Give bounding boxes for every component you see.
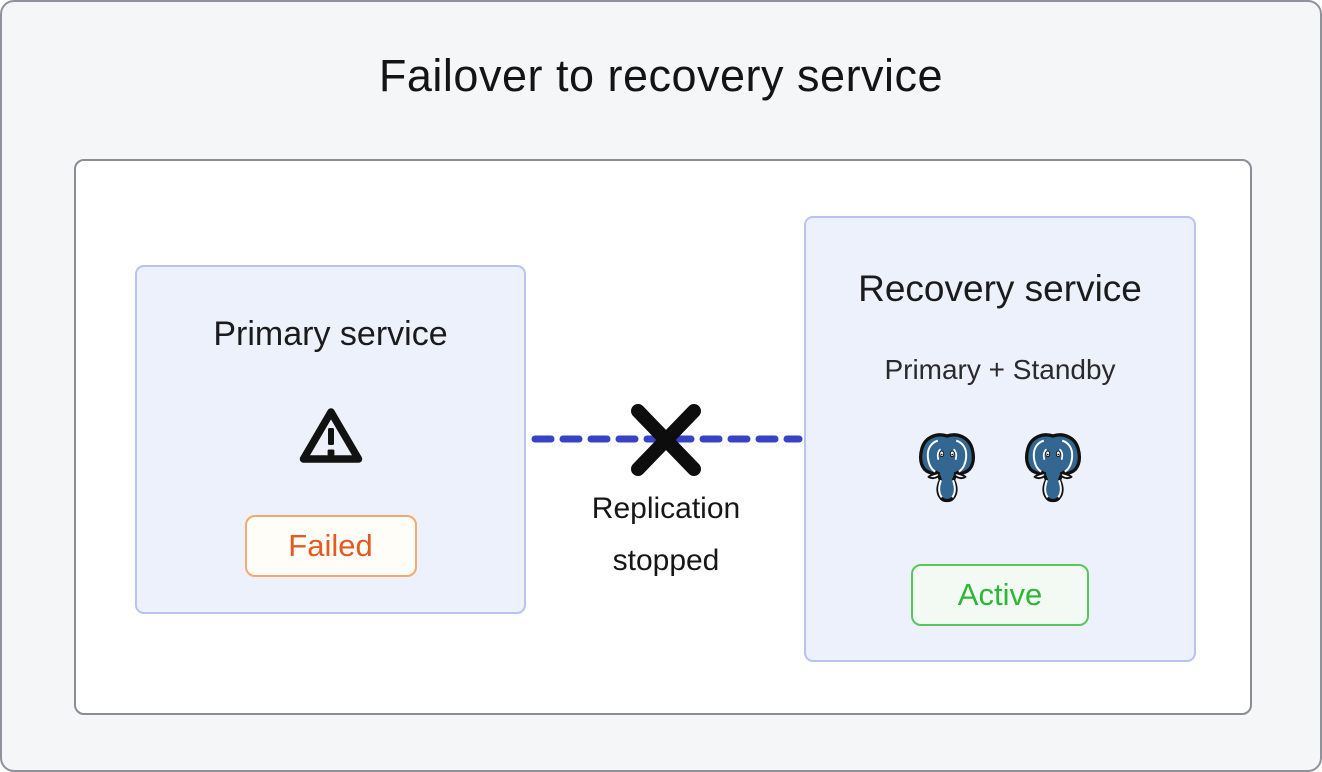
active-status-badge: Active xyxy=(911,564,1089,626)
warning-icon xyxy=(299,408,362,463)
failed-status-badge: Failed xyxy=(244,515,417,577)
diagram-canvas: Primary service Failed Replication stopp… xyxy=(74,159,1252,715)
recovery-service-title: Recovery service xyxy=(858,268,1142,309)
primary-service-title: Primary service xyxy=(213,315,448,353)
recovery-service-subtitle: Primary + Standby xyxy=(884,354,1116,385)
recovery-service-node: Recovery service Primary + Standby xyxy=(804,216,1196,662)
primary-service-node: Primary service Failed xyxy=(135,265,526,614)
postgresql-elephant-icon xyxy=(1024,433,1082,503)
x-mark-icon xyxy=(631,404,701,476)
database-icon-row xyxy=(806,432,1194,506)
connector-label: Replication stopped xyxy=(591,492,741,577)
diagram-title: Failover to recovery service xyxy=(378,50,944,101)
postgresql-elephant-icon xyxy=(918,433,976,503)
warning-icon-row xyxy=(137,405,524,467)
replication-dashed-line xyxy=(531,435,803,443)
